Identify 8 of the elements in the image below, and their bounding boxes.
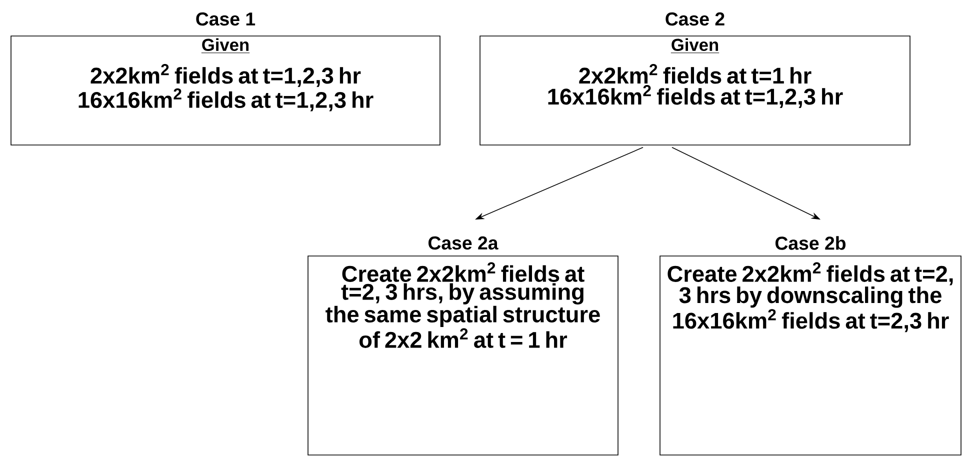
case-heading: Case 2a <box>428 236 498 250</box>
case-heading: Case 2b <box>775 236 846 250</box>
text-box: Given 2x2km$^{2}$ fields at t=1,2,3 hr 16x16km$^{2}$ fields at t=1,2,3 hr <box>10 36 440 146</box>
text-box: Create 2x2km$^{2}$ fields at t=2, 3 hrs by downscaling the 16x16km$^{2}$ fields at t=2,3 hr <box>660 256 962 456</box>
text-box: Create 2x2km$^{2}$ fields at t=2, 3 hrs, by assuming the same spatial structure of 2x2 km$^{2}$ at t = 1 hr <box>308 256 618 456</box>
case-heading: Case 2 <box>666 12 724 26</box>
case-heading: Case 1 <box>196 12 256 26</box>
text-box: Given 2x2km$^{2}$ fields at t=1 hr 16x16km$^{2}$ fields at t=1,2,3 hr <box>480 36 910 146</box>
